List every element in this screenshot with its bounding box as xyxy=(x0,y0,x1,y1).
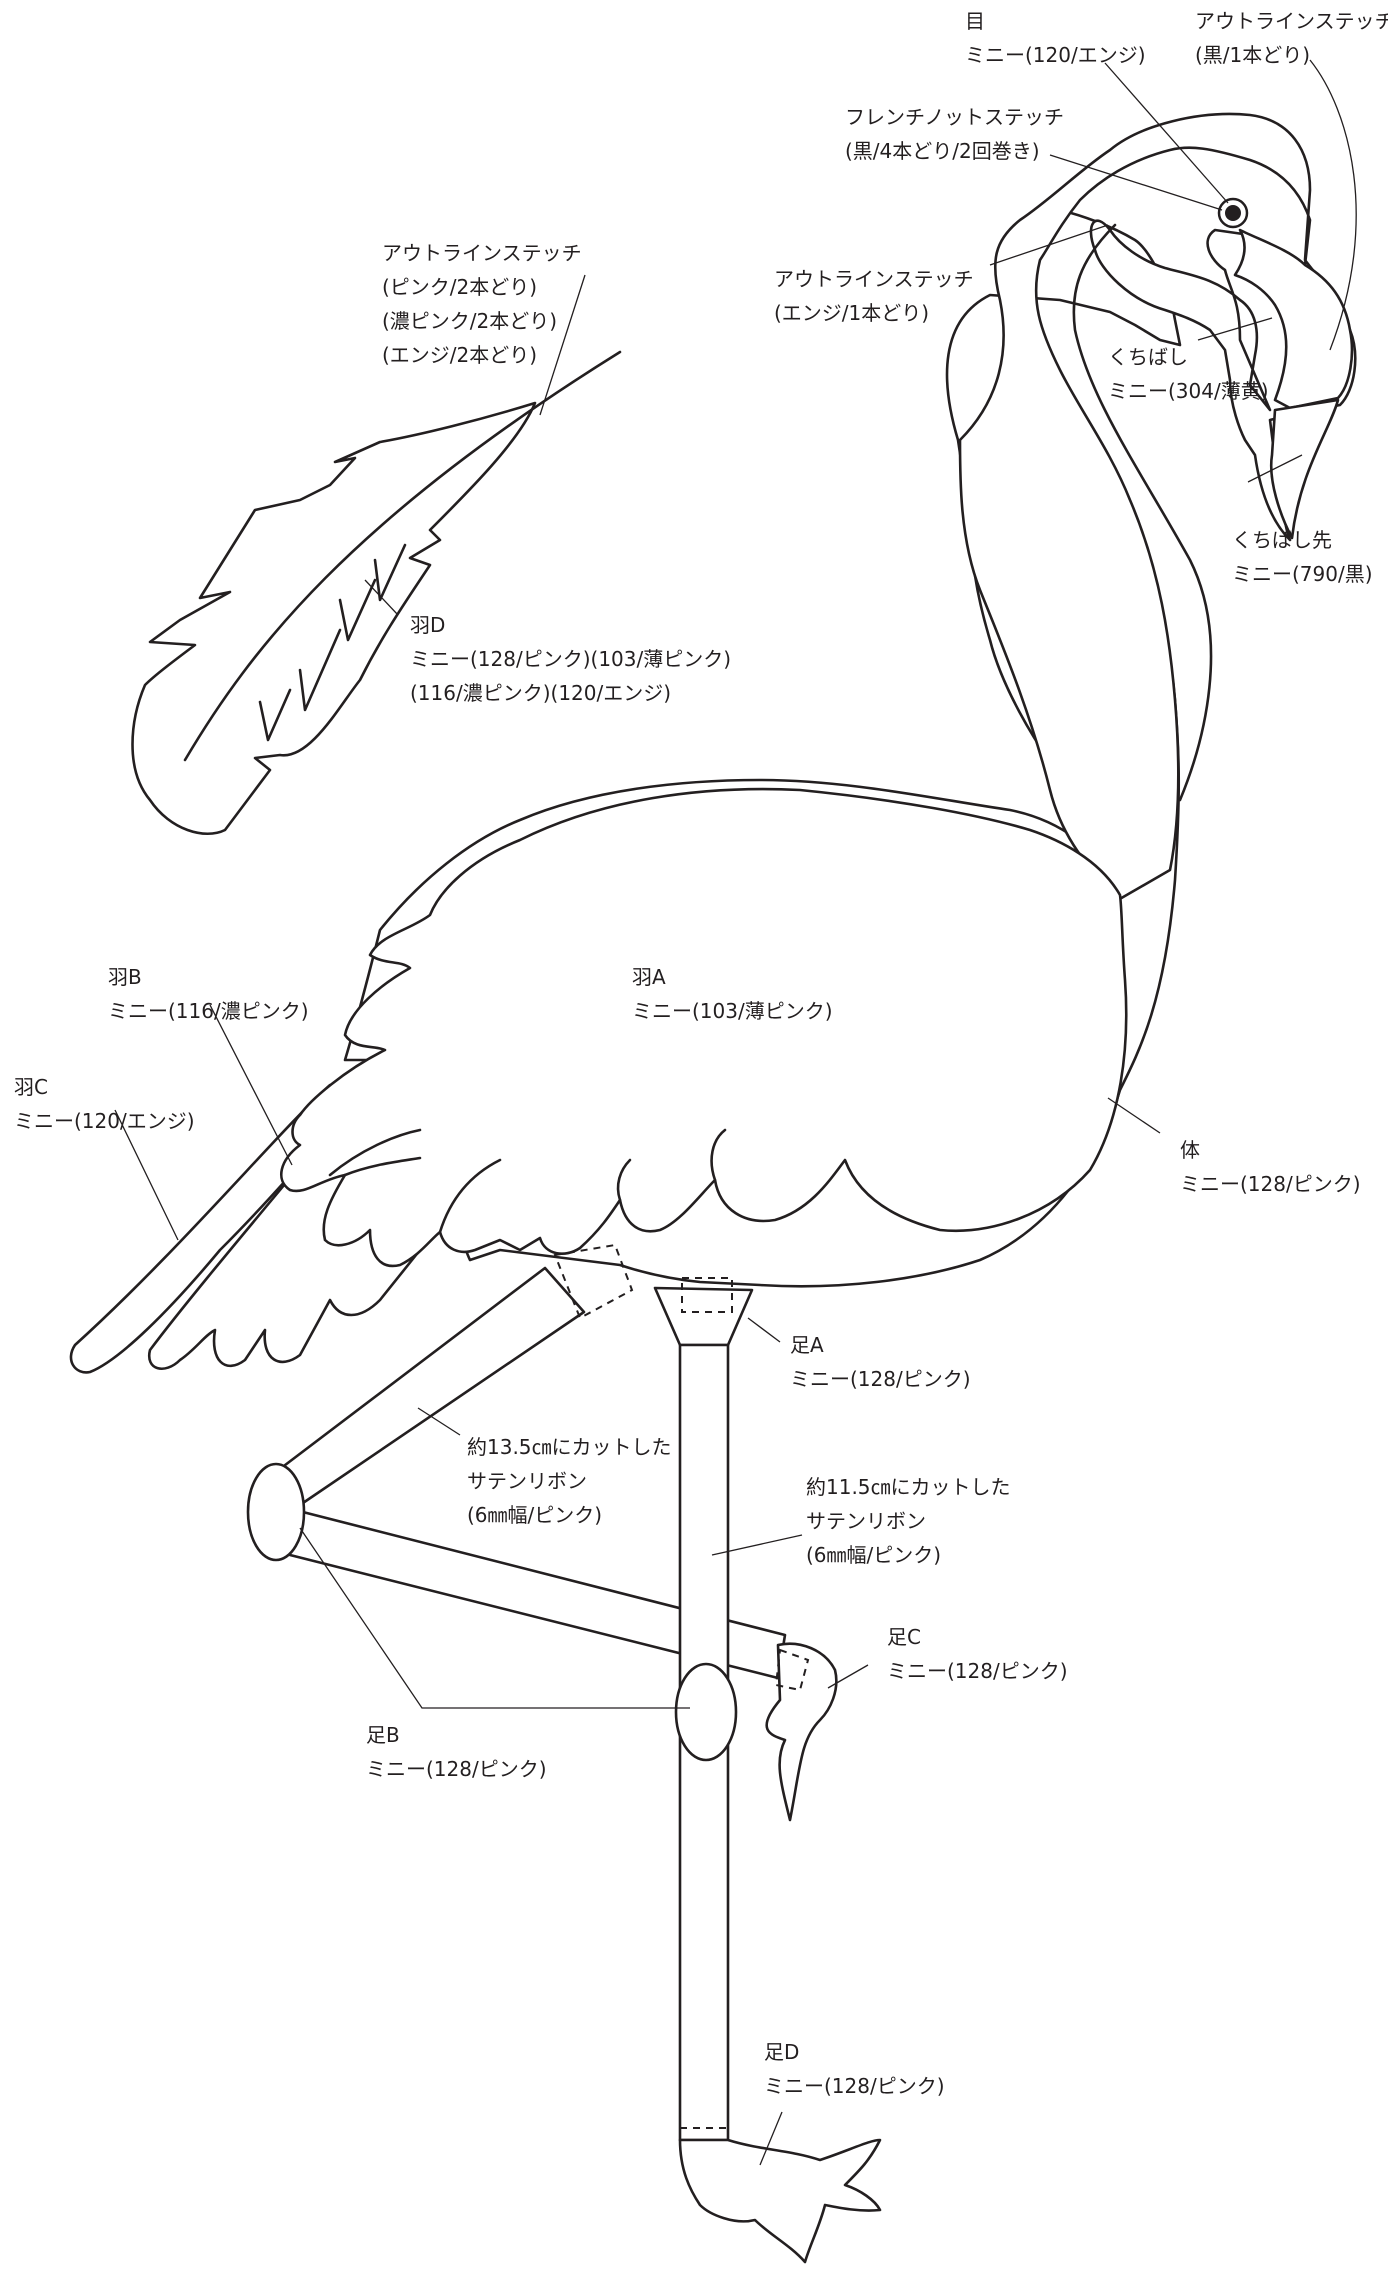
label-eye: 目ミニー(120/エンジ) xyxy=(965,4,1146,72)
label-ribbon-11-5: 約11.5㎝にカットしたサテンリボン (6㎜幅/ピンク) xyxy=(806,1470,1011,1572)
eye-knot-icon xyxy=(1225,205,1241,221)
leg-a-shape xyxy=(655,1288,752,1345)
label-ribbon-13-5: 約13.5㎝にカットしたサテンリボン (6㎜幅/ピンク) xyxy=(467,1430,672,1532)
label-french-knot: フレンチノットステッチ(黒/4本どり/2回巻き) xyxy=(845,100,1064,168)
label-outline-feather: アウトラインステッチ(ピンク/2本どり) (濃ピンク/2本どり)(エンジ/2本ど… xyxy=(382,236,582,372)
legs-group xyxy=(248,1245,880,2262)
label-beak: くちばしミニー(304/薄黄) xyxy=(1108,340,1269,408)
label-body: 体ミニー(128/ピンク) xyxy=(1180,1133,1361,1201)
leg-b-shape xyxy=(248,1464,304,1560)
beak-tip-shape xyxy=(1271,400,1338,538)
label-outline-enji: アウトラインステッチ(エンジ/1本どり) xyxy=(774,262,974,330)
label-beak-tip: くちばし先ミニー(790/黒) xyxy=(1232,523,1373,591)
foot-d-shape xyxy=(680,2140,880,2262)
knee-mid-shape xyxy=(676,1664,736,1760)
label-outline-black: アウトラインステッチ(黒/1本どり) xyxy=(1195,4,1388,72)
